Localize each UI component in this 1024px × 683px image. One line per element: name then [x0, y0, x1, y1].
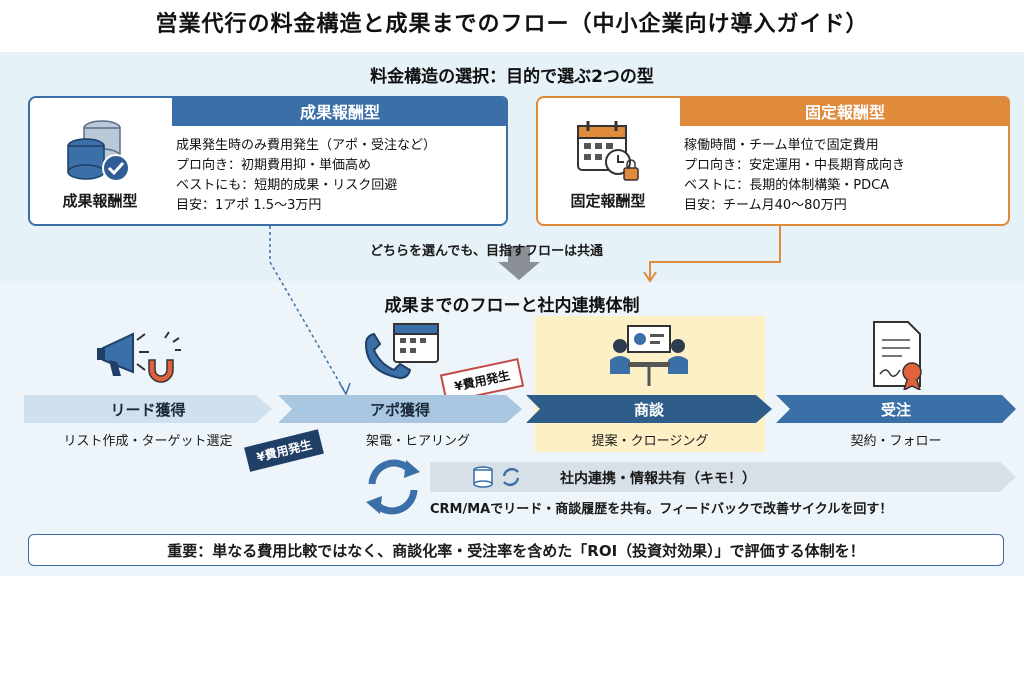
- detail-line: プロ向き：初期費用抑・単価高め: [176, 158, 372, 173]
- database-check-icon: [67, 120, 130, 182]
- step-sub-appointment: 架電・ヒアリング: [365, 434, 470, 449]
- result-based-header: 成果報酬型: [172, 96, 508, 126]
- detail-line: ベストにも：短期的成果・リスク回避: [176, 178, 398, 193]
- flow-section-bg: [0, 282, 1024, 576]
- step-sub-lead: リスト作成・ターゲット選定: [63, 434, 233, 449]
- detail-line: 稼働時間・チーム単位で固定費用: [684, 138, 879, 153]
- step-negotiation: 商談: [526, 395, 772, 423]
- calendar-lock-icon: [577, 121, 639, 181]
- pricing-heading: 料金構造の選択：目的で選ぶ2つの型: [370, 67, 654, 87]
- sync-cycle-icon: [366, 459, 420, 515]
- share-bar: [430, 462, 1016, 492]
- step-label: 受注: [880, 400, 911, 419]
- detail-line: 成果発生時のみ費用発生（アポ・受注など）: [176, 138, 437, 153]
- chevron-shape: [278, 395, 522, 423]
- detail-line: 目安：1アポ 1.5〜3万円: [176, 198, 322, 213]
- fixed-fee-header: 固定報酬型: [680, 96, 1010, 126]
- chevron-shape: [24, 395, 272, 423]
- common-flow-note: どちらを選んでも、目指すフローは共通: [370, 244, 603, 259]
- chevron-shape: [776, 395, 1016, 423]
- flow-heading: 成果までのフローと社内連携体制: [384, 296, 640, 316]
- share-title: 社内連携・情報共有（キモ！）: [560, 471, 756, 487]
- important-note: 重要：単なる費用比較ではなく、商談化率・受注率を含めた「ROI（投資対効果）」で…: [28, 534, 1004, 566]
- crm-sync-icon: [473, 466, 520, 488]
- step-sub-negotiation: 提案・クロージング: [591, 434, 709, 449]
- chevron-shape: [526, 395, 772, 423]
- fixed-fee-details: 稼働時間・チーム単位で固定費用 プロ向き：安定運用・中長期育成向き ベストに：長…: [684, 136, 905, 216]
- detail-line: プロ向き：安定運用・中長期育成向き: [684, 158, 906, 173]
- step-lead: リード獲得: [24, 395, 272, 423]
- fixed-fee-card: 固定報酬型 固定報酬型 稼働時間・チーム単位で固定費用 プロ向き：安定運用・中長…: [536, 96, 1010, 226]
- detail-line: ベストに：長期的体制構築・PDCA: [684, 178, 890, 193]
- step-appointment: アポ獲得: [278, 395, 522, 423]
- meeting-icon: [610, 325, 688, 386]
- step-label: リード獲得: [110, 400, 186, 419]
- contract-icon: [873, 321, 922, 390]
- step-label: 商談: [633, 400, 664, 419]
- detail-line: 目安：チーム月40〜80万円: [684, 198, 847, 213]
- result-based-card: 成果報酬型 成果報酬型 成果発生時のみ費用発生（アポ・受注など） プロ向き：初期…: [28, 96, 508, 226]
- megaphone-magnet-icon: [97, 331, 181, 383]
- step-label: アポ獲得: [369, 400, 430, 419]
- share-subtitle: CRM/MAでリード・商談履歴を共有。フィードバックで改善サイクルを回す！: [430, 502, 893, 517]
- step-order: 受注: [776, 395, 1016, 423]
- step-sub-order: 契約・フォロー: [850, 434, 942, 449]
- result-based-label: 成果報酬型: [62, 192, 138, 210]
- phone-calendar-icon: [364, 323, 439, 380]
- page-title: 営業代行の料金構造と成果までのフロー（中小企業向け導入ガイド）: [155, 12, 869, 37]
- result-based-details: 成果発生時のみ費用発生（アポ・受注など） プロ向き：初期費用抑・単価高め ベスト…: [176, 136, 436, 216]
- fixed-fee-label: 固定報酬型: [570, 192, 646, 210]
